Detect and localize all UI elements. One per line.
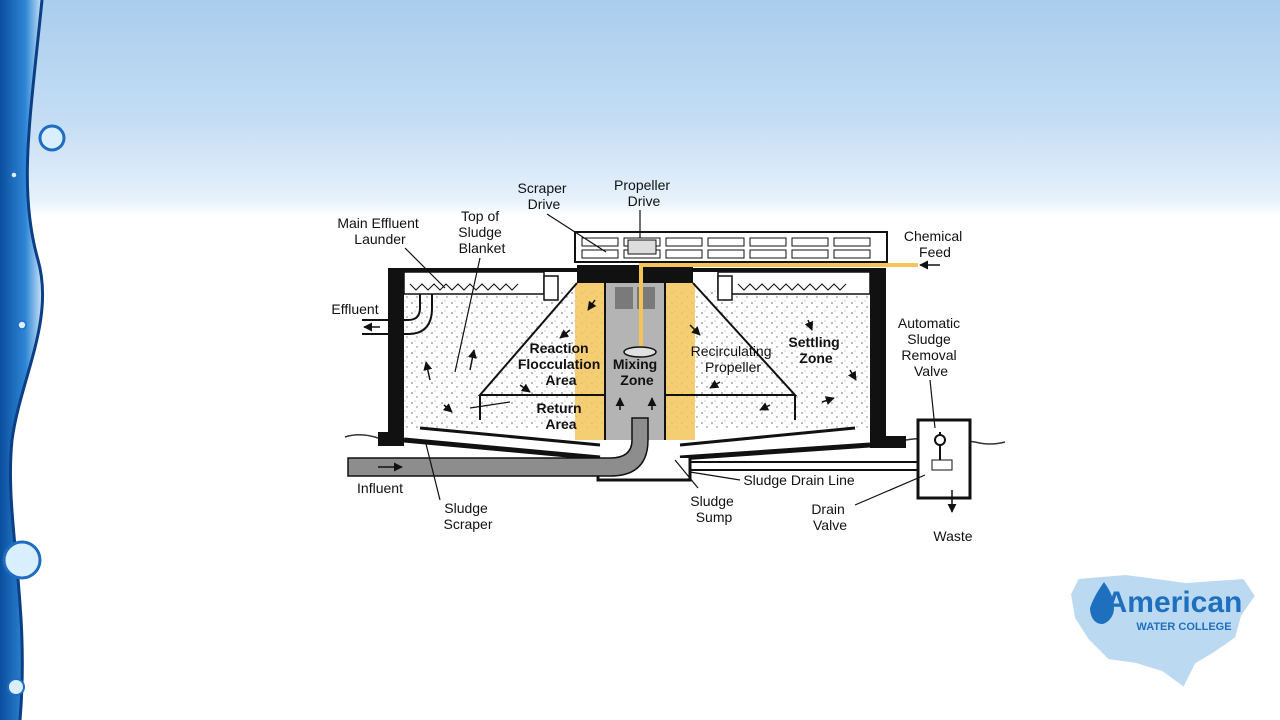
water-droplet-icon bbox=[10, 171, 18, 179]
flow-arrows bbox=[423, 299, 857, 413]
effluent-pipe bbox=[362, 294, 421, 321]
logo-text-american: American bbox=[1106, 586, 1243, 619]
tank-walls bbox=[378, 265, 906, 448]
label-settling-zone: Settling Zone bbox=[788, 334, 843, 366]
label-reaction-flocculation-area: Reaction Flocculation Area bbox=[518, 340, 604, 388]
label-automatic-sludge-removal-valve: Automatic Sludge Removal Valve bbox=[898, 315, 964, 379]
label-sludge-sump: Sludge Sump bbox=[690, 493, 737, 525]
leader-lines bbox=[404, 210, 936, 506]
influent-pipe bbox=[347, 417, 649, 477]
water-drop-icon bbox=[1090, 582, 1114, 624]
label-scraper-drive: Scraper Drive bbox=[518, 180, 571, 212]
label-propeller-drive: Propeller Drive bbox=[614, 177, 674, 209]
water-droplet-icon bbox=[2, 540, 42, 580]
water-droplet-icon bbox=[7, 678, 25, 696]
label-return-area: Return Area bbox=[536, 400, 585, 432]
label-drain-valve: Drain Valve bbox=[811, 501, 848, 533]
label-top-of-sludge-blanket: Top of Sludge Blanket bbox=[458, 208, 505, 256]
label-main-effluent-launder: Main Effluent Launder bbox=[337, 215, 422, 247]
label-influent: Influent bbox=[357, 480, 403, 496]
reaction-cone bbox=[477, 282, 798, 440]
water-droplet-icon bbox=[38, 124, 66, 152]
label-mixing-zone: Mixing Zone bbox=[613, 356, 661, 388]
label-effluent: Effluent bbox=[331, 301, 378, 317]
decorative-water-wave bbox=[0, 0, 66, 720]
tank-floor bbox=[403, 437, 871, 461]
label-recirculating-propeller: Recirculating Propeller bbox=[691, 343, 776, 375]
reaction-zone-highlight bbox=[665, 283, 695, 440]
sludge-scraper-arm bbox=[419, 426, 601, 447]
chemical-feed-line bbox=[639, 263, 918, 350]
label-sludge-drain-line: Sludge Drain Line bbox=[743, 472, 855, 488]
label-chemical-feed: Chemical Feed bbox=[904, 228, 966, 260]
sludge-removal-valve-box bbox=[916, 418, 972, 513]
mixing-zone-shaft bbox=[605, 283, 665, 440]
recirculating-propeller bbox=[623, 346, 657, 358]
american-water-college-logo: American WATER COLLEGE bbox=[1068, 572, 1258, 690]
label-waste: Waste bbox=[933, 528, 972, 544]
water-droplet-icon bbox=[17, 320, 27, 330]
label-sludge-scraper: Sludge Scraper bbox=[443, 500, 492, 532]
bridge-walkway bbox=[574, 231, 888, 263]
logo-text-water-college: WATER COLLEGE bbox=[1136, 621, 1231, 633]
